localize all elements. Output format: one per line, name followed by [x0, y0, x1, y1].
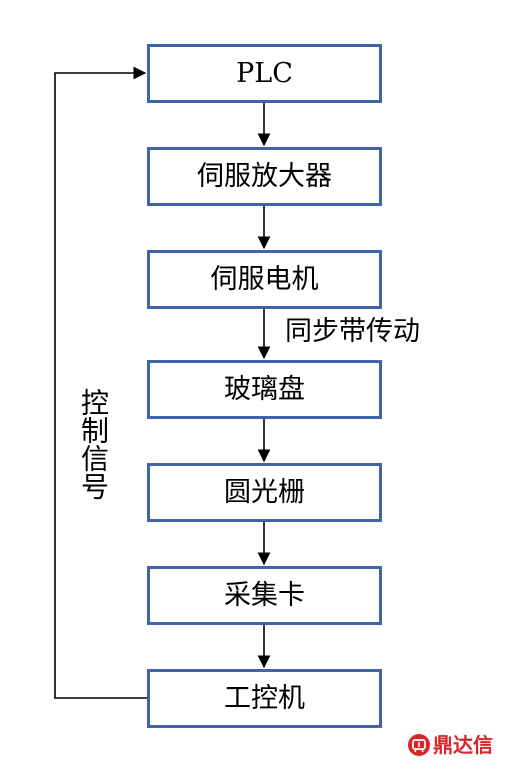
watermark-text: 鼎达信 [433, 733, 493, 757]
node-industrial-pc-label: 工控机 [224, 683, 305, 714]
node-circular-grating: 圆光栅 [147, 463, 382, 522]
node-servo-motor: 伺服电机 [147, 250, 382, 309]
node-plc-label: PLC [236, 58, 293, 89]
feedback-loop-arrow [54, 66, 147, 699]
watermark-logo: 鼎达信 [408, 734, 493, 756]
node-acquisition-card-label: 采集卡 [224, 580, 305, 611]
edge-label-control-signal: 控制信号 [77, 388, 110, 500]
node-acquisition-card: 采集卡 [147, 566, 382, 625]
node-glass-disk-label: 玻璃盘 [224, 374, 305, 405]
edge-label-belt-drive: 同步带传动 [285, 316, 420, 347]
node-glass-disk: 玻璃盘 [147, 360, 382, 419]
node-circular-grating-label: 圆光栅 [224, 477, 305, 508]
node-plc: PLC [147, 44, 382, 103]
node-servo-amplifier: 伺服放大器 [147, 147, 382, 206]
node-servo-motor-label: 伺服电机 [210, 264, 319, 295]
watermark-mark-icon [408, 734, 430, 756]
node-industrial-pc: 工控机 [147, 669, 382, 728]
node-servo-amplifier-label: 伺服放大器 [197, 161, 332, 192]
